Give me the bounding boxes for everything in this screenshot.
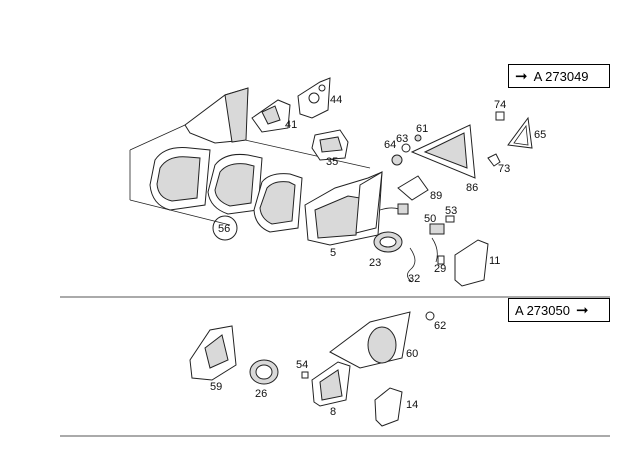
part-label-56: 56: [218, 223, 230, 235]
part-label-74: 74: [494, 99, 506, 111]
trim-89: [397, 175, 429, 201]
part-label-86: 86: [466, 182, 478, 194]
mirror-cable: [379, 203, 409, 215]
mirror-housing-top: [129, 87, 371, 226]
part-label-35: 35: [326, 156, 338, 168]
part-label-26: 26: [255, 388, 267, 400]
part-label-61: 61: [416, 123, 428, 135]
mirror-glass-14: [374, 387, 403, 427]
bracket-41: [251, 99, 291, 133]
reference-code: A 273050: [515, 302, 570, 318]
corner-cover-65: [507, 116, 533, 149]
clip-74: [495, 111, 505, 121]
reference-box-top[interactable]: ➞ A 273049: [508, 64, 610, 88]
part-label-62: 62: [434, 320, 446, 332]
wiring-29-32: [407, 237, 445, 283]
part-label-50: 50: [424, 213, 436, 225]
mirror-glass-housing-5: [304, 171, 383, 246]
motor-unit-26: [249, 359, 279, 385]
mirror-carrier-8: [311, 361, 351, 407]
part-label-11: 11: [489, 255, 500, 267]
small-fasteners-61-63-64: [391, 134, 422, 166]
part-label-8: 8: [330, 406, 336, 418]
connector-50-53: [429, 215, 455, 235]
part-label-41: 41: [285, 119, 297, 131]
part-label-64: 64: [384, 139, 396, 151]
housing-shell-60: [329, 311, 411, 369]
part-label-59: 59: [210, 381, 222, 393]
bracket-44: [297, 77, 331, 119]
mirror-frame-set-56: [149, 147, 303, 241]
part-label-54: 54: [296, 359, 308, 371]
part-label-73: 73: [498, 163, 510, 175]
part-label-60: 60: [406, 348, 418, 360]
arrow-right-icon: ➞: [515, 68, 528, 85]
part-label-53: 53: [445, 205, 457, 217]
clip-73: [487, 153, 501, 167]
part-label-29: 29: [434, 263, 446, 275]
part-label-63: 63: [396, 133, 408, 145]
adjuster-23: [373, 231, 403, 253]
reference-code: A 273049: [533, 68, 589, 84]
part-label-14: 14: [406, 399, 418, 411]
adjust-motor-35: [311, 129, 349, 161]
part-label-44: 44: [330, 94, 342, 106]
reference-box-bottom[interactable]: A 273050 ➞: [508, 298, 610, 322]
part-label-65: 65: [534, 129, 546, 141]
part-label-5: 5: [330, 247, 336, 259]
part-label-23: 23: [369, 257, 381, 269]
corner-trim-86: [410, 124, 476, 179]
screw-54: [301, 371, 309, 379]
mirror-housing-59: [189, 325, 237, 381]
part-label-32: 32: [408, 273, 420, 285]
mirror-glass-11: [454, 239, 489, 287]
screw-62: [425, 311, 435, 321]
arrow-right-icon: ➞: [575, 302, 589, 319]
part-label-89: 89: [430, 190, 442, 202]
